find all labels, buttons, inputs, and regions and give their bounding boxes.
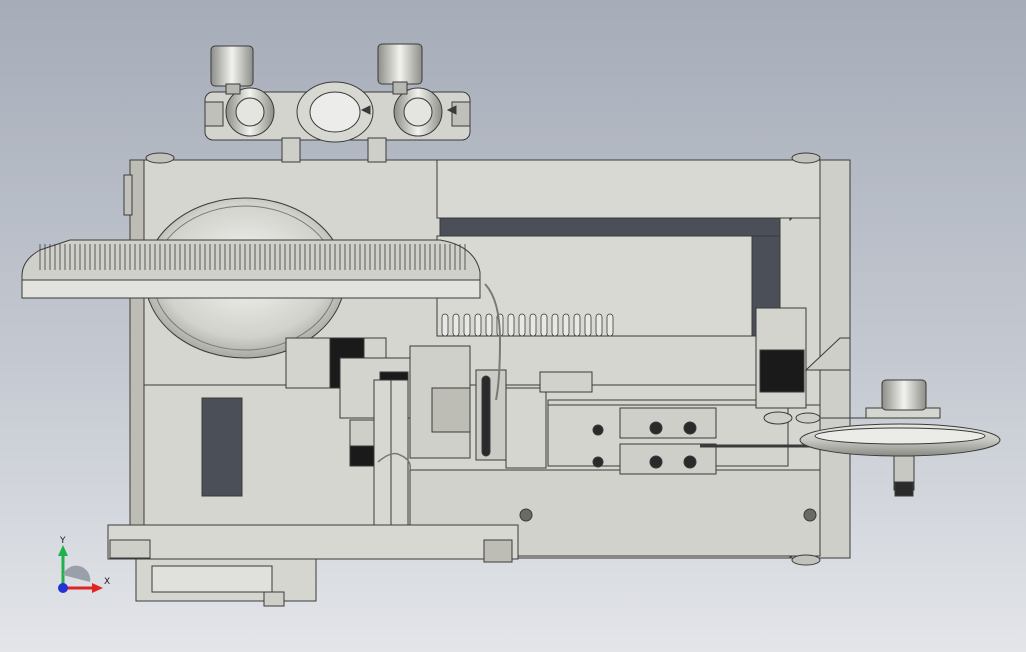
flow-arrow: [446, 105, 457, 115]
z-axis-dot: [58, 583, 68, 593]
regulator-left-face: [235, 97, 265, 127]
base-clamp: [483, 539, 513, 563]
y-axis-arrowhead: [58, 545, 68, 556]
foot: [791, 152, 821, 164]
axis-triad[interactable]: Y X: [58, 536, 110, 593]
triad-arc: [63, 565, 91, 582]
gauge-stem: [392, 81, 408, 95]
flow-arrow: [360, 105, 371, 115]
vent-slot: [474, 313, 482, 337]
coupling: [349, 419, 377, 447]
fitting: [451, 101, 471, 127]
frame-left-column: [129, 159, 145, 559]
finned-panel: [21, 239, 481, 299]
gripper-jaw: [431, 387, 471, 433]
fitting: [204, 101, 224, 127]
center-cylinder-face: [309, 91, 361, 133]
base-inset: [151, 565, 273, 593]
idler-pulley: [795, 412, 821, 424]
vent-slot: [540, 313, 548, 337]
vent-slot: [507, 313, 515, 337]
vent-slot: [463, 313, 471, 337]
vent-slot: [441, 313, 449, 337]
top-plate: [436, 159, 821, 219]
pulley-hub: [881, 379, 927, 411]
base-plate: [107, 524, 519, 560]
idler-pulley: [763, 411, 793, 425]
panel-base: [21, 279, 481, 299]
vent-slot: [485, 313, 493, 337]
cable: [484, 283, 502, 401]
vent-slot: [584, 313, 592, 337]
stepper-motor-right: [759, 349, 805, 393]
vent-slot: [529, 313, 537, 337]
clamp-body: [505, 387, 547, 469]
foot: [145, 152, 175, 164]
coupling-dark: [349, 445, 377, 467]
shaft-nut: [894, 481, 914, 497]
pulley-assembly: [763, 379, 1001, 497]
vent-slot: [452, 313, 460, 337]
y-axis-label: Y: [59, 536, 66, 546]
base-foot: [109, 539, 151, 559]
x-axis-label: X: [104, 577, 110, 587]
feed-block: [619, 407, 717, 439]
vent-slot: [573, 313, 581, 337]
gauge-stem: [225, 83, 241, 95]
bolt: [649, 455, 663, 469]
pressure-gauge-left: [210, 45, 254, 87]
drive-mechanism: [285, 307, 851, 553]
bolt: [683, 421, 697, 435]
vent-slot: [562, 313, 570, 337]
foot: [791, 554, 821, 566]
bolt: [649, 421, 663, 435]
regulator-right-face: [403, 97, 433, 127]
top-clamp: [539, 371, 593, 393]
middle-plate: [436, 235, 753, 337]
base-block: [107, 524, 519, 607]
bolt: [803, 508, 817, 522]
bolt: [683, 455, 697, 469]
valve-leg: [367, 137, 387, 163]
feed-block: [619, 443, 717, 475]
clamp-arm: [475, 369, 507, 461]
valve-leg: [281, 137, 301, 163]
bolt: [592, 424, 604, 436]
bolt: [519, 508, 533, 522]
clamp-slot: [481, 375, 491, 457]
top-window: [439, 217, 781, 237]
valve-assembly: [204, 43, 471, 163]
vent-slot: [518, 313, 526, 337]
bolt: [592, 456, 604, 468]
vent-slot: [606, 313, 614, 337]
vent-slot: [551, 313, 559, 337]
cable: [377, 452, 412, 471]
large-pulley-rim: [814, 427, 986, 445]
base-tab: [263, 591, 285, 607]
x-axis-arrowhead: [92, 583, 103, 593]
motor-bracket: [804, 337, 851, 371]
pressure-gauge-right: [377, 43, 423, 85]
vent-slot: [595, 313, 603, 337]
panel-fins: [39, 244, 466, 270]
foot-side: [123, 174, 133, 216]
left-window: [201, 397, 243, 497]
